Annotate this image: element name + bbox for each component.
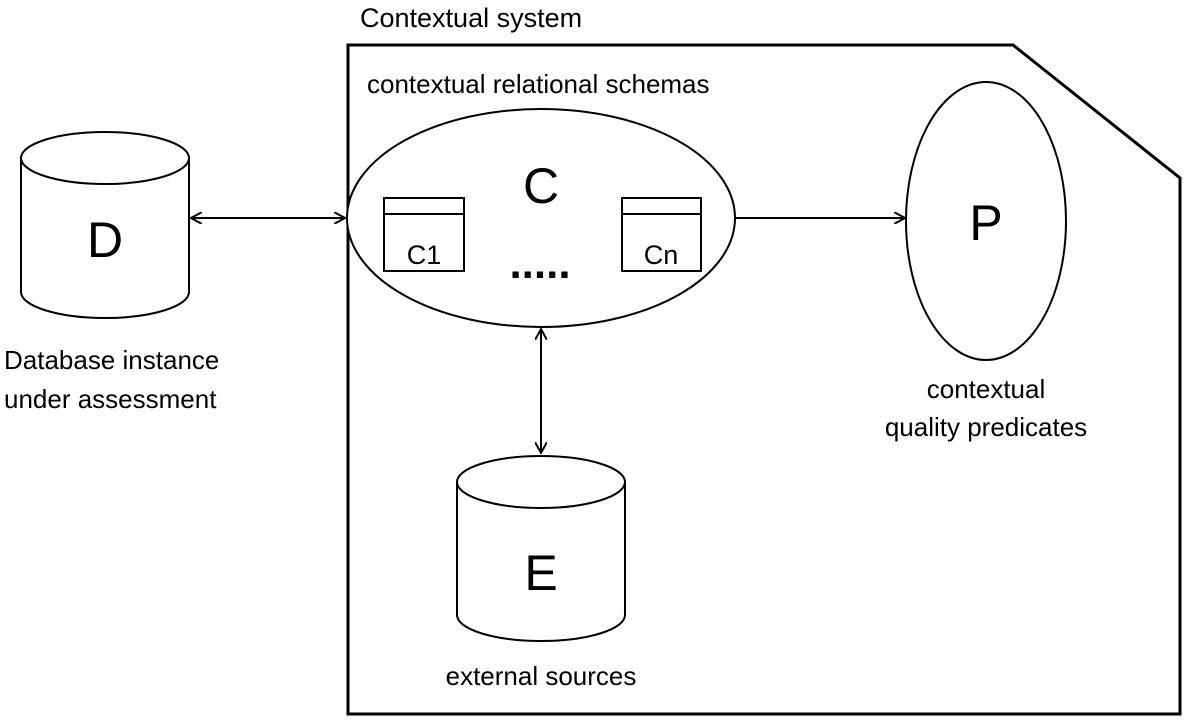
contextual-system-boundary bbox=[346, 43, 1182, 716]
predicates-caption-line2: quality predicates bbox=[885, 412, 1087, 442]
table-c1-icon bbox=[383, 197, 465, 272]
system-title: Contextual system bbox=[360, 3, 582, 33]
database-caption-line2: under assessment bbox=[4, 384, 217, 414]
table-cn-icon bbox=[621, 197, 702, 272]
predicates-ellipse bbox=[905, 81, 1067, 361]
schemas-ellipse bbox=[346, 108, 736, 328]
external-caption: external sources bbox=[446, 661, 637, 691]
external-sources-cylinder bbox=[456, 455, 626, 642]
external-letter: E bbox=[524, 545, 557, 601]
predicates-caption-line1: contextual bbox=[927, 374, 1046, 404]
database-cylinder bbox=[20, 131, 190, 319]
schemas-label: contextual relational schemas bbox=[367, 69, 710, 99]
schemas-letter: C bbox=[523, 158, 559, 214]
database-letter: D bbox=[87, 212, 123, 268]
table-c1-label: C1 bbox=[407, 240, 442, 270]
table-cn-label: Cn bbox=[644, 240, 679, 270]
schemas-ellipsis: ..... bbox=[509, 239, 570, 288]
database-caption-line1: Database instance bbox=[4, 345, 219, 375]
predicates-letter: P bbox=[969, 195, 1002, 251]
